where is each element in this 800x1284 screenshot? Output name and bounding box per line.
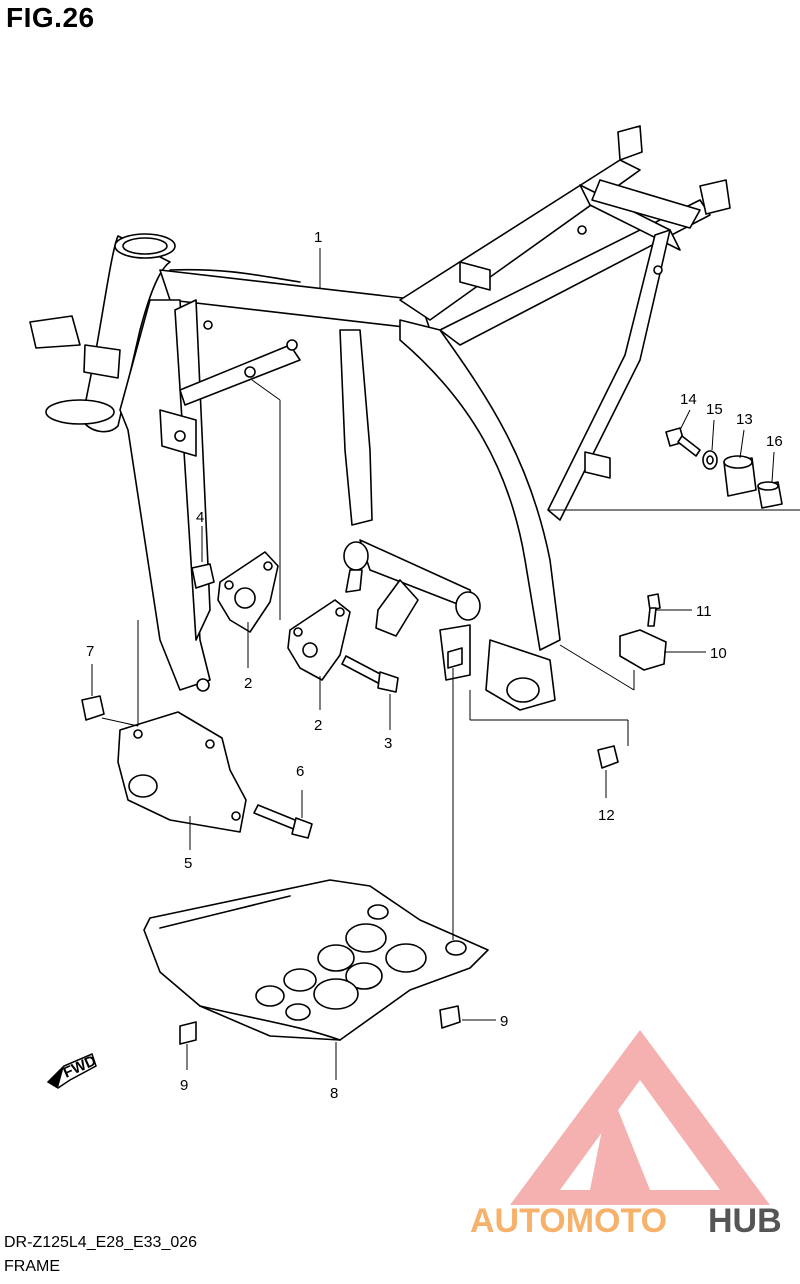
fwd-arrow-icon: FWD xyxy=(46,1052,99,1089)
callout-3: 3 xyxy=(384,735,392,752)
engine-mount-bracket-left xyxy=(217,551,279,633)
seat-cushion-10 xyxy=(619,629,667,671)
callout-8: 8 xyxy=(330,1085,338,1102)
callout-7: 7 xyxy=(86,643,94,660)
collar-13 xyxy=(723,455,757,497)
watermark-logo xyxy=(510,1030,770,1205)
engine-mount-bolt xyxy=(341,655,399,693)
callout-2a: 2 xyxy=(244,675,252,692)
main-frame xyxy=(29,125,731,711)
bracket-bolt-6 xyxy=(253,804,313,839)
callout-9b: 9 xyxy=(500,1013,508,1030)
screw-11 xyxy=(647,593,661,627)
mount-nut-4 xyxy=(191,563,215,589)
callout-9a: 9 xyxy=(180,1077,188,1094)
figure-title: FIG.26 xyxy=(6,2,95,33)
callout-10: 10 xyxy=(710,645,727,662)
nut-12 xyxy=(597,745,619,769)
mount-nut-7 xyxy=(81,695,105,721)
callout-13: 13 xyxy=(736,411,753,428)
section-name: FRAME xyxy=(4,1258,60,1275)
callout-1: 1 xyxy=(314,229,322,246)
watermark-auto-text: AUTOMOTO xyxy=(470,1202,667,1240)
fwd-label: FWD xyxy=(61,1052,99,1081)
watermark-hub-text: HUB xyxy=(708,1202,782,1240)
callout-6: 6 xyxy=(296,763,304,780)
callout-16: 16 xyxy=(766,433,783,450)
callout-4: 4 xyxy=(196,509,204,526)
model-code: DR-Z125L4_E28_E33_026 xyxy=(4,1234,198,1251)
bolt-14 xyxy=(665,427,701,457)
callout-11: 11 xyxy=(696,603,712,620)
callout-15: 15 xyxy=(706,401,723,418)
callout-14: 14 xyxy=(680,391,697,408)
callout-numbers: 1 2 2 3 4 5 6 7 8 9 9 9 10 11 12 13 14 1… xyxy=(86,229,783,1102)
callout-2b: 2 xyxy=(314,717,322,734)
washer-15 xyxy=(702,450,718,470)
front-engine-bracket xyxy=(117,711,247,833)
engine-skid-plate xyxy=(143,879,489,1041)
callout-12: 12 xyxy=(598,807,615,824)
bush-16 xyxy=(757,481,783,509)
callout-5: 5 xyxy=(184,855,192,872)
watermark-wordmark: AUTOMOTO HUB xyxy=(470,1202,782,1240)
skid-plate-bolt xyxy=(179,647,463,1045)
leader-lines xyxy=(91,248,800,1080)
engine-mount-bracket-right xyxy=(287,599,351,681)
